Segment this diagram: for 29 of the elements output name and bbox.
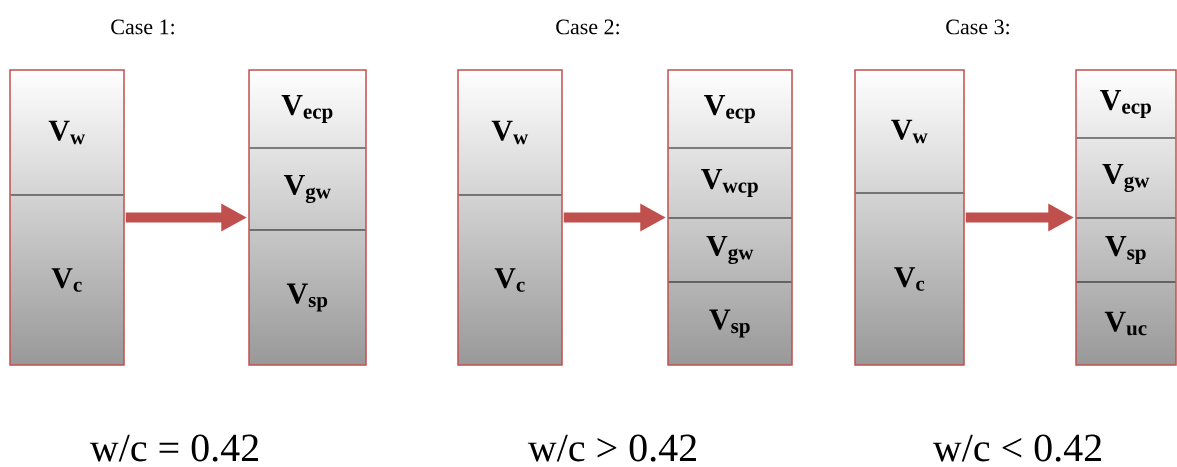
volume-label: V$_{gw}$: [1102, 164, 1150, 192]
volume-label: V$_{wcp}$: [701, 169, 758, 197]
column-box: [457, 69, 563, 366]
volume-label: V$_{c}$: [51, 268, 82, 292]
ratio-label: w/c > 0.42: [527, 434, 696, 462]
volume-label: V$_{ecp}$: [281, 95, 333, 123]
case-heading: Case 2:: [556, 19, 619, 35]
volume-label: V$_{w}$: [891, 119, 928, 144]
volume-label: V$_{sp}$: [286, 283, 328, 312]
volume-label: V$_{sp}$: [1105, 236, 1146, 264]
volume-label: V$_{c}$: [494, 268, 525, 292]
volume-label: V$_{gw}$: [706, 236, 754, 264]
volume-label: V$_{ecp}$: [704, 95, 755, 123]
column-box: [854, 69, 965, 366]
volume-label: V$_{c}$: [894, 267, 925, 291]
column-box: [1075, 69, 1177, 366]
volume-label: V$_{w}$: [491, 120, 529, 145]
volume-label: V$_{gw}$: [283, 175, 331, 203]
case-heading: Case 1:: [111, 19, 174, 35]
column-box: [667, 69, 793, 366]
case-heading: Case 3:: [946, 19, 1009, 35]
column-box: [248, 69, 367, 366]
column-box: [9, 69, 125, 366]
ratio-label: w/c = 0.42: [89, 434, 258, 462]
volume-label: V$_{w}$: [48, 120, 86, 145]
volume-label: V$_{sp}$: [709, 309, 750, 338]
volume-label: V$_{uc}$: [1104, 311, 1147, 336]
ratio-label: w/c < 0.42: [932, 434, 1101, 462]
volume-label: V$_{ecp}$: [1100, 90, 1151, 118]
